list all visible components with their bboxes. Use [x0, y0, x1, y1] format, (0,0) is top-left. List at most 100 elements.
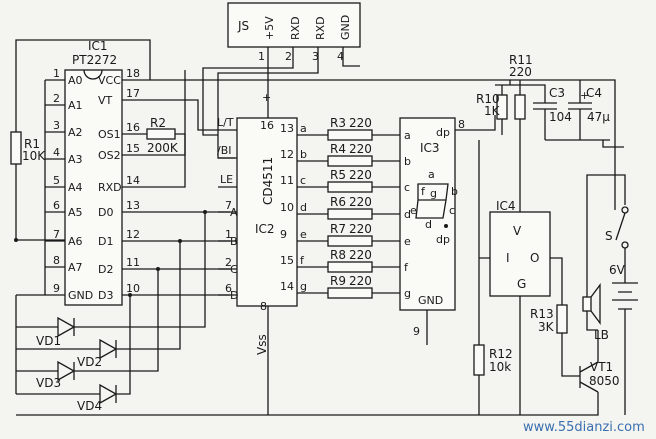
ic3-name: IC3 — [420, 141, 440, 155]
seg-label: e — [410, 204, 417, 217]
connector-pin-label: RXD — [289, 16, 302, 40]
ic2-part: CD4511 — [261, 157, 275, 205]
ic1-pt2272: IC1 PT2272 — [64, 39, 123, 306]
ic3-dp-pin: 8 — [458, 118, 465, 131]
pin-number: 11 — [126, 256, 140, 269]
c4-name: C4 — [586, 86, 602, 100]
resistor-value: 220 — [349, 168, 372, 182]
pin-label: D0 — [98, 206, 113, 219]
segment-resistor — [327, 155, 373, 167]
pin-label: A5 — [68, 206, 83, 219]
ic3-pin-label: f — [404, 261, 409, 274]
segment-resistor — [327, 129, 373, 141]
resistor-value: 220 — [349, 248, 372, 262]
watermark: www.55dianzi.com — [523, 420, 645, 435]
pin-number: 6 — [225, 282, 232, 295]
pin-number: 9 — [53, 282, 60, 295]
capacitor-c3: C3 104 — [533, 86, 572, 140]
pin-label: GND — [68, 289, 93, 302]
pin-label: D — [230, 289, 238, 302]
r11-value: 220 — [509, 65, 532, 79]
seg-label: g — [430, 187, 437, 200]
ic3-gnd-pin: 9 — [413, 325, 420, 338]
plus-sign: + — [580, 89, 589, 102]
ic2-cd4511: CD4511 IC2 16 8 Vss — [236, 117, 298, 355]
battery-6v: 6V — [609, 263, 638, 310]
pin-label: b — [300, 148, 307, 161]
r13-value: 3K — [538, 320, 555, 334]
ic2-top-pin: 16 — [260, 119, 274, 132]
pin-label: c — [300, 174, 306, 187]
resistor-value: 220 — [349, 116, 372, 130]
ic4-label: V — [513, 224, 522, 238]
r1-name: R1 — [24, 137, 40, 151]
diode-label: VD1 — [36, 334, 61, 348]
resistor-r10: R10 1K — [476, 92, 508, 120]
segment-resistor — [327, 261, 373, 273]
pin-number: 14 — [280, 280, 294, 293]
r13-name: R13 — [530, 307, 554, 321]
pin-number: 6 — [53, 199, 60, 212]
pin-label: a — [300, 122, 307, 135]
pin-label: e — [300, 228, 307, 241]
pin-label: VT — [98, 94, 113, 107]
seg-label: dp — [436, 233, 450, 246]
r10-name: R10 — [476, 92, 500, 106]
ic3-gnd: GND — [418, 294, 443, 307]
pin-number: 7 — [53, 228, 60, 241]
segment-resistor — [327, 235, 373, 247]
seg-label: d — [425, 218, 432, 231]
diode-symbol — [57, 360, 76, 382]
diode-symbol — [99, 383, 118, 405]
pin-label: A3 — [68, 153, 83, 166]
ic3-display: IC3 dp 8 GND 9 a f g b e c d dp — [399, 117, 465, 338]
pin-label: RXD — [98, 181, 122, 194]
pin-number: 15 — [126, 142, 140, 155]
ic2-name: IC2 — [255, 222, 275, 236]
ic3-pin-label: b — [404, 155, 411, 168]
pin-label: D1 — [98, 235, 113, 248]
segment-resistor — [327, 181, 373, 193]
pin-label: L/T — [217, 116, 234, 129]
diode-symbol — [57, 316, 76, 338]
connector-js: JS +5V RXD RXD GND 1 2 3 4 — [227, 2, 361, 63]
resistor-name: R5 — [330, 168, 346, 182]
ic4-label: I — [506, 251, 510, 265]
resistor-value: 220 — [349, 222, 372, 236]
transistor-vt1: VT1 8050 — [579, 360, 620, 393]
connector-pin-number: 2 — [285, 50, 292, 63]
r12-value: 10k — [489, 360, 511, 374]
speaker-name: LB — [594, 328, 609, 342]
pin-label: A2 — [68, 126, 83, 139]
ic3-pin-label: c — [404, 181, 410, 194]
c3-value: 104 — [549, 110, 572, 124]
pin-number: 2 — [225, 256, 232, 269]
pin-number: 17 — [126, 87, 140, 100]
pin-number: 12 — [126, 228, 140, 241]
pin-label: A — [230, 206, 238, 219]
pin-label: d — [300, 201, 307, 214]
pin-label: B — [230, 235, 238, 248]
pin-number: 2 — [53, 92, 60, 105]
pin-label: g — [300, 280, 307, 293]
ic4-name: IC4 — [496, 199, 516, 213]
resistor-name: R7 — [330, 222, 346, 236]
resistor-r11: R11 220 — [509, 53, 533, 120]
c3-name: C3 — [549, 86, 565, 100]
ic2-bottom-pin: 8 — [260, 300, 267, 313]
r2-value: 200K — [147, 141, 179, 155]
seg-label: b — [451, 185, 458, 198]
r1-value: 10K — [22, 149, 46, 163]
ic4-label: G — [517, 277, 526, 291]
vt1-name: VT1 — [590, 360, 613, 374]
diode-symbol — [99, 338, 118, 360]
pin-number: 12 — [280, 148, 294, 161]
pin-label: A4 — [68, 181, 83, 194]
pin-label: OS1 — [98, 128, 121, 141]
connector-pin-number: 3 — [312, 50, 319, 63]
pin-number: 5 — [53, 174, 60, 187]
